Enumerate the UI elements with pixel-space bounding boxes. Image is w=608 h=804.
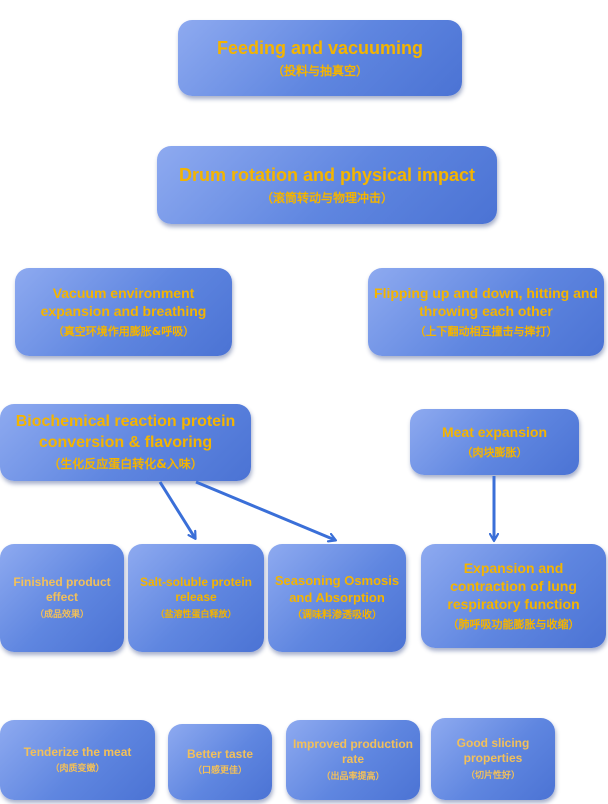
node-salt-soluble: Salt-soluble protein release （盐溶性蛋白释放） [128, 544, 264, 652]
node-biochem-en: Biochemical reaction protein conversion … [15, 413, 236, 451]
node-slicing-en: Good slicing properties [456, 735, 530, 766]
node-salt-zh: （盐溶性蛋白释放） [155, 609, 237, 620]
node-vacuum-environment: Vacuum environment expansion and breathi… [15, 268, 232, 356]
node-seasoning-en: Seasoning Osmosis and Absorption [274, 572, 400, 605]
node-feeding-vacuuming: Feeding and vacuuming （投料与抽真空） [178, 20, 462, 96]
node-flipping-zh: （上下翻动相互撞击与摔打） [414, 324, 558, 338]
node-meat-expansion: Meat expansion （肉块膨胀） [410, 409, 579, 475]
node-biochemical-reaction: Biochemical reaction protein conversion … [0, 404, 251, 481]
node-finished-zh: （成品效果） [34, 609, 89, 620]
node-slicing: Good slicing properties （切片性好） [431, 718, 555, 800]
node-production-zh: （出品率提高） [321, 771, 385, 782]
node-vacuum-zh: （真空环境作用膨胀&呼吸） [52, 324, 195, 338]
node-vacuum-en: Vacuum environment expansion and breathi… [40, 284, 207, 319]
node-drum-zh: （滚筒转动与物理冲击） [260, 190, 393, 205]
node-taste-zh: （口感更佳） [192, 765, 247, 776]
node-tenderize-zh: （肉质变嫩） [50, 763, 105, 774]
arrow-biochem-to-salt [158, 481, 195, 538]
node-tenderize-en: Tenderize the meat [23, 744, 132, 759]
node-flipping: Flipping up and down, hitting and throwi… [368, 268, 604, 356]
node-taste-en: Better taste [186, 746, 254, 761]
node-lung-zh: （肺呼吸功能膨胀与收缩） [447, 617, 580, 631]
node-finished-en: Finished product effect [13, 574, 111, 605]
node-biochem-zh: （生化反应蛋白转化&入味） [48, 457, 203, 472]
node-meat-expansion-en: Meat expansion [441, 423, 548, 440]
node-flipping-en: Flipping up and down, hitting and throwi… [374, 284, 598, 319]
node-seasoning-zh: （调味料渗透吸收） [292, 610, 382, 622]
node-feeding-en: Feeding and vacuuming [216, 37, 424, 58]
node-production-rate: Improved production rate （出品率提高） [286, 720, 420, 800]
node-salt-en: Salt-soluble protein release [139, 574, 252, 605]
node-drum-rotation: Drum rotation and physical impact （滚筒转动与… [157, 146, 497, 224]
node-finished-product: Finished product effect （成品效果） [0, 544, 124, 652]
arrow-biochem-to-seasoning [195, 480, 335, 540]
node-slicing-zh: （切片性好） [465, 770, 520, 781]
node-drum-en: Drum rotation and physical impact [178, 164, 476, 185]
node-lung-en: Expansion and contraction of lung respir… [447, 559, 580, 612]
node-seasoning: Seasoning Osmosis and Absorption （调味料渗透吸… [268, 544, 406, 652]
node-better-taste: Better taste （口感更佳） [168, 724, 272, 800]
node-production-en: Improved production rate [293, 736, 413, 767]
node-feeding-zh: （投料与抽真空） [271, 63, 368, 78]
node-tenderize: Tenderize the meat （肉质变嫩） [0, 720, 155, 800]
node-lung-respiratory: Expansion and contraction of lung respir… [421, 544, 606, 648]
node-meat-expansion-zh: （肉块膨胀） [461, 445, 528, 459]
